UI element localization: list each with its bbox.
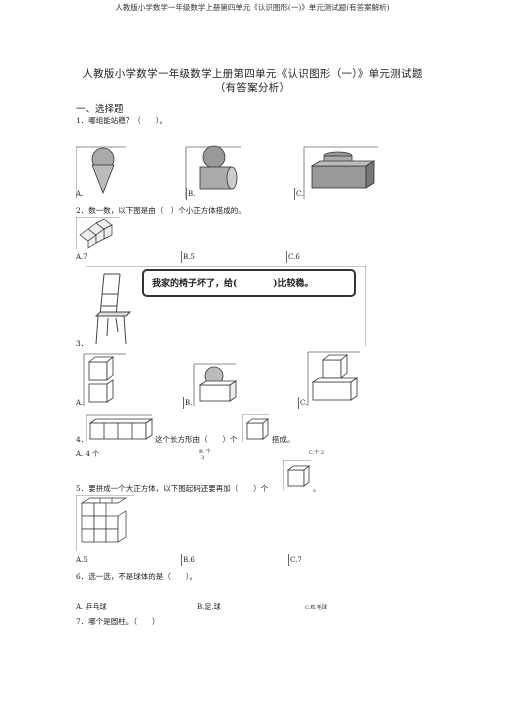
cube-stack-figure bbox=[76, 217, 120, 249]
divider bbox=[288, 554, 289, 566]
question-7-text: 7．哪个是圆柱。（ ） bbox=[76, 617, 160, 626]
q5-text-end: 。 bbox=[313, 484, 321, 493]
q1-option-c: C. bbox=[296, 190, 304, 198]
running-header: 人教版小学数学一年级数学上册第四单元《认识图形(一)》单元测试题(有答案解析) bbox=[115, 3, 390, 12]
question-2-text: 2．数一数，以下图是由（ ）个小正方体搭成的。 bbox=[76, 206, 246, 215]
divider bbox=[181, 554, 182, 566]
q4-text-end: 搭成。 bbox=[272, 435, 295, 444]
speech-bubble bbox=[142, 269, 356, 297]
divider bbox=[186, 188, 187, 200]
speech-bubble-text: 我家的椅子坏了，给( )比较稳。 bbox=[152, 279, 314, 289]
divider bbox=[183, 397, 184, 409]
q6-option-b: B.足.球 bbox=[197, 603, 221, 611]
cube-on-cuboid-figure bbox=[311, 354, 359, 401]
q1-option-a: A. bbox=[76, 190, 84, 198]
q4-number: 4． bbox=[76, 435, 89, 444]
small-cube-figure bbox=[283, 460, 311, 490]
q2-option-c: C.6 bbox=[288, 253, 300, 261]
sphere-on-cuboid-figure bbox=[198, 366, 238, 402]
divider bbox=[298, 397, 299, 409]
q4-option-a: A. 4 个 bbox=[76, 450, 100, 458]
q2-option-b: B.5 bbox=[183, 253, 195, 261]
q3-option-c: C. bbox=[300, 399, 308, 407]
q4-option-b-number: 3 bbox=[201, 455, 205, 461]
broken-chair-figure bbox=[86, 266, 366, 346]
q3-option-a: A. bbox=[76, 399, 84, 407]
rectangle-of-cubes-figure bbox=[86, 414, 154, 441]
incomplete-cube-figure bbox=[76, 495, 134, 551]
question-1-text: 1．哪组能站稳？（ ）。 bbox=[76, 116, 168, 125]
q5-option-a: A.5 bbox=[76, 556, 88, 564]
q6-option-a: A. 乒乓球 bbox=[76, 603, 107, 611]
q3-option-b: B. bbox=[185, 399, 193, 407]
question-1-figures bbox=[76, 145, 378, 199]
q4-text: 这个长方形由（ ）个 bbox=[155, 435, 238, 444]
q1-option-b: B. bbox=[188, 190, 196, 198]
q4-option-c: C.个 2 bbox=[309, 450, 325, 456]
q5-option-c: C.7 bbox=[290, 556, 302, 564]
q6-option-c: C.鸡.毛球 bbox=[305, 605, 327, 611]
sphere-on-cone-figure bbox=[91, 147, 115, 195]
sphere-on-cylinder-figure bbox=[199, 145, 238, 190]
question-6-text: 6．选一选，不是球体的是（ ）。 bbox=[76, 572, 198, 581]
q2-option-a: A.7 bbox=[76, 253, 88, 261]
divider bbox=[286, 251, 287, 263]
document-subtitle: （有答案分析） bbox=[214, 82, 291, 94]
section-heading: 一、选择题 bbox=[76, 104, 124, 115]
cube-on-cube-figure bbox=[87, 356, 115, 403]
small-cube-figure bbox=[242, 414, 270, 442]
question-3-figures bbox=[83, 351, 360, 406]
document-title: 人教版小学数学一年级数学上册第四单元《认识图形（一）》单元测试题 bbox=[82, 68, 423, 80]
question-3-number: 3． bbox=[76, 339, 89, 348]
divider bbox=[294, 188, 295, 200]
q4-option-b: B. 个 bbox=[199, 449, 211, 455]
cylinder-on-cuboid-figure bbox=[310, 151, 376, 189]
q5-option-b: B.6 bbox=[183, 556, 195, 564]
divider bbox=[181, 251, 182, 263]
question-5-text: 5．要拼成一个大正方体，以下图起码还要再加（ ）个 bbox=[76, 484, 269, 493]
